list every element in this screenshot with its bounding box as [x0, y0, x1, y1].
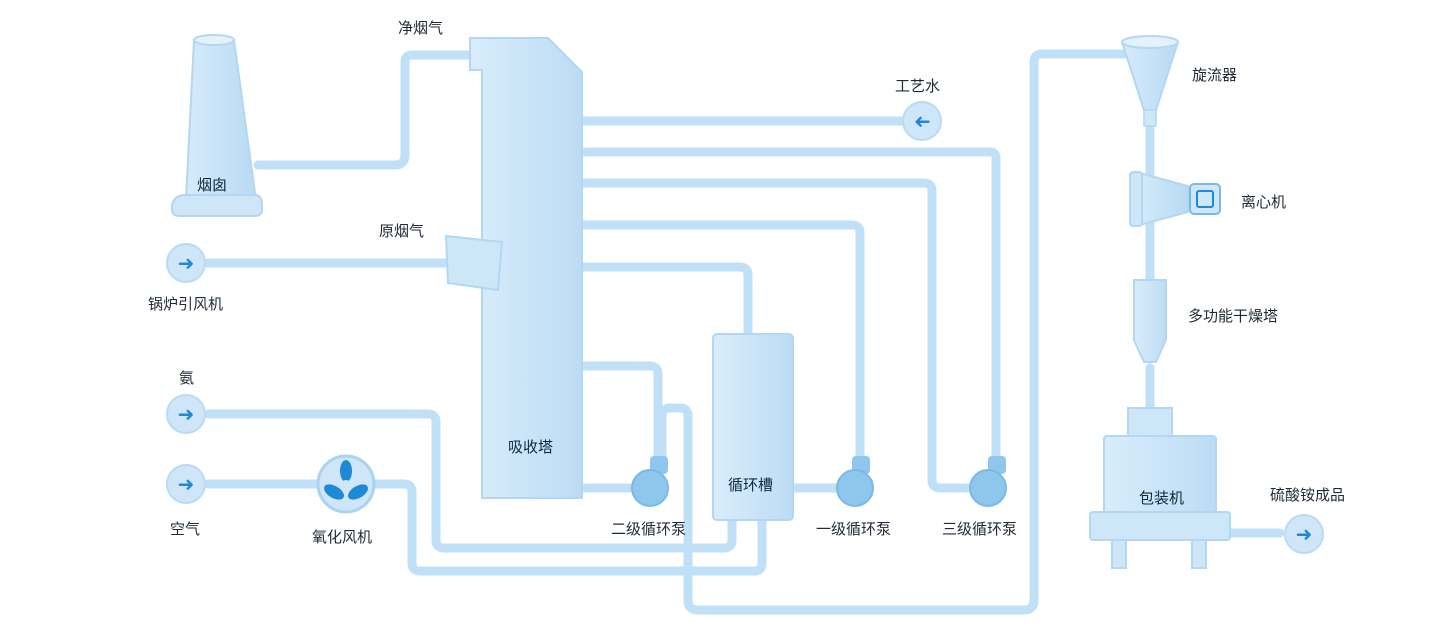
pipe-clean-flue-gas — [253, 50, 475, 170]
pipe-loop-4 — [577, 262, 753, 341]
pump-1 — [836, 456, 874, 507]
pipe-absorber-pump2 — [577, 361, 663, 475]
absorber-tower — [444, 37, 583, 499]
arrow-right-icon: ➜ — [166, 243, 206, 283]
label-air: 空气 — [170, 520, 201, 538]
arrow-right-glyph: ➜ — [177, 402, 195, 426]
pump-3 — [969, 456, 1007, 507]
label-product: 硫酸铵成品 — [1270, 486, 1346, 504]
circulation-tank-body — [712, 333, 794, 521]
label-dryer: 多功能干燥塔 — [1188, 307, 1279, 325]
label-boiler-fan: 锅炉引风机 — [148, 295, 224, 313]
label-oxidation-fan: 氧化风机 — [312, 528, 373, 546]
label-chimney: 烟囱 — [197, 176, 228, 194]
cyclone — [1120, 35, 1180, 127]
label-ammonia: 氨 — [179, 369, 195, 387]
chimney — [171, 34, 263, 217]
label-packer: 包装机 — [1139, 489, 1185, 507]
pump-2 — [631, 456, 669, 507]
label-cyclone: 旋流器 — [1192, 66, 1238, 84]
label-pump-2: 二级循环泵 — [611, 520, 687, 538]
pipe-pump2-cyclone — [657, 49, 1135, 615]
arrow-left-glyph: ➜ — [913, 109, 931, 133]
arrow-right-icon: ➜ — [166, 394, 206, 434]
dryer-tower — [1133, 279, 1167, 363]
centrifuge — [1129, 170, 1221, 228]
fan-icon — [316, 454, 376, 514]
packer — [1089, 407, 1231, 569]
label-clean-flue-gas: 净烟气 — [398, 19, 444, 37]
arrow-right-icon: ➜ — [166, 464, 206, 504]
label-absorber: 吸收塔 — [508, 438, 554, 456]
label-pump-3: 三级循环泵 — [942, 520, 1018, 538]
arrow-right-glyph: ➜ — [177, 472, 195, 496]
arrow-right-icon: ➜ — [1284, 514, 1324, 554]
pipe-loop-2 — [577, 178, 980, 493]
pipes — [203, 49, 1285, 615]
label-process-water: 工艺水 — [895, 77, 941, 95]
pipe-loop-3 — [577, 220, 865, 475]
arrow-right-glyph: ➜ — [177, 251, 195, 275]
pipe-oxidation — [369, 479, 767, 576]
arrow-left-icon: ➜ — [902, 101, 942, 141]
raw-gas-inlet — [444, 234, 504, 292]
pipe-ammonia — [203, 409, 737, 553]
label-centrifuge: 离心机 — [1241, 193, 1287, 211]
label-pump-1: 一级循环泵 — [816, 520, 892, 538]
label-raw-flue-gas: 原烟气 — [379, 222, 425, 240]
label-circulation-tank: 循环槽 — [728, 476, 774, 494]
pipe-loop-1 — [577, 147, 1001, 475]
arrow-right-glyph: ➜ — [1295, 522, 1313, 546]
